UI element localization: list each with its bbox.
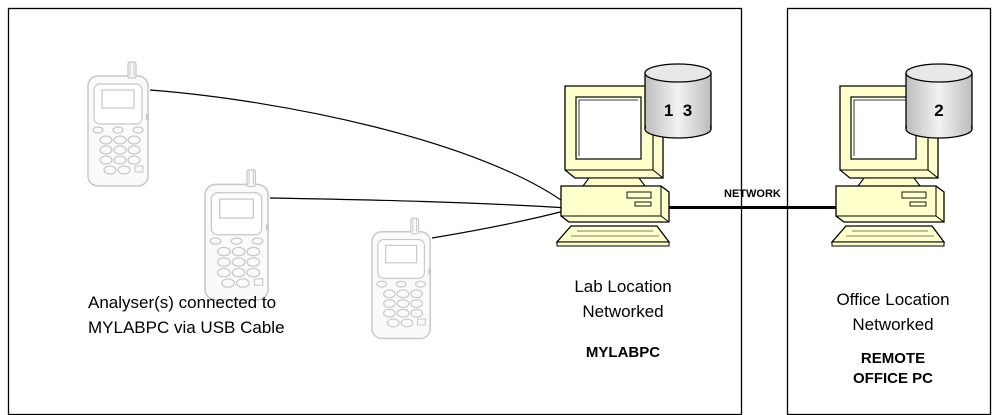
usb-cable-2 <box>269 197 569 209</box>
office-location-line-2: Networked <box>852 315 934 334</box>
office-location-line-1: Office Location <box>836 290 950 309</box>
analyser-device-3 <box>371 217 432 340</box>
analyser-caption-line-1: Analyser(s) connected to <box>88 293 277 312</box>
office-pc-name: REMOTE OFFICE PC <box>808 349 978 389</box>
office-location-label: Office Location Networked <box>808 287 978 337</box>
office-pc-name-line-1: REMOTE <box>860 350 926 367</box>
lab-database-label: 1 3 <box>664 101 692 120</box>
office-database-label: 2 <box>934 101 943 120</box>
network-label: NETWORK <box>724 188 781 200</box>
analyser-caption-line-2: MYLABPC via USB Cable <box>88 318 285 337</box>
usb-cable-1 <box>149 89 569 206</box>
usb-cable-3 <box>431 209 569 239</box>
lab-location-label: Lab Location Networked <box>548 274 698 324</box>
lab-location-line-1: Lab Location <box>574 277 672 296</box>
office-pc-name-line-2: OFFICE PC <box>852 370 933 387</box>
lab-location-line-2: Networked <box>582 302 664 321</box>
analyser-caption: Analyser(s) connected to MYLABPC via USB… <box>88 290 368 340</box>
analyser-device-1 <box>87 61 150 187</box>
lab-pc-name: MYLABPC <box>585 344 661 361</box>
analyser-device-2 <box>204 168 270 301</box>
